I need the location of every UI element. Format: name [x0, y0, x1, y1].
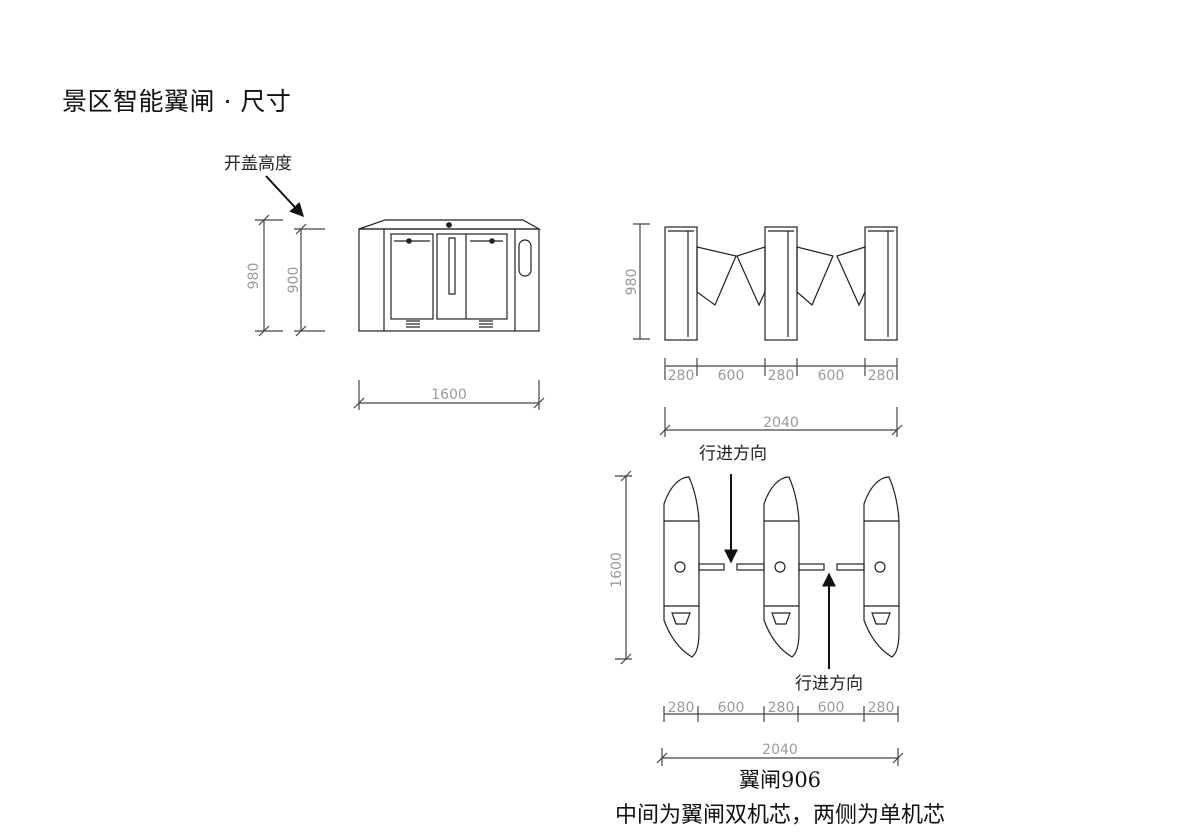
front-width-dimension [353, 380, 545, 410]
top-cabinet-center [736, 476, 825, 658]
side-segment-text-5: 280 [868, 368, 895, 384]
top-segment-text-2: 600 [718, 700, 745, 716]
cover-height-label: 开盖高度 [224, 154, 292, 174]
front-cover-dimension [294, 223, 325, 337]
side-cabinet-left [664, 226, 737, 341]
top-cabinet-right [836, 476, 900, 658]
model-name: 翼闸906 [738, 768, 822, 792]
front-height-dimension [255, 214, 283, 337]
direction-label-top: 行进方向 [699, 444, 767, 464]
model-note: 中间为翼闸双机芯，两侧为单机芯 [614, 803, 945, 828]
top-segment-text-3: 280 [768, 700, 795, 716]
top-cabinet-left [663, 476, 725, 658]
cover-height-arrow [265, 175, 304, 218]
top-total-dimension [656, 748, 904, 766]
front-height-total-text: 980 [246, 263, 262, 290]
top-view: 1600 行进方向 行进方向 [609, 444, 904, 766]
side-cabinet-center [736, 226, 834, 341]
direction-label-bottom: 行进方向 [795, 674, 863, 694]
side-segment-text-4: 600 [818, 368, 845, 384]
side-total-dimension [659, 407, 903, 437]
side-segment-text-1: 280 [668, 368, 695, 384]
top-segment-dimension [663, 706, 899, 722]
top-segment-text-1: 280 [668, 700, 695, 716]
top-segment-text-5: 280 [868, 700, 895, 716]
side-height-text: 980 [624, 269, 640, 296]
front-view: 开盖高度 980 900 [224, 154, 545, 410]
front-height-cover-text: 900 [286, 267, 302, 294]
top-length-dimension [615, 470, 632, 665]
side-segment-text-2: 600 [718, 368, 745, 384]
side-total-text: 2040 [763, 415, 799, 431]
top-total-text: 2040 [762, 742, 798, 758]
top-segment-text-4: 600 [818, 700, 845, 716]
gate-front-body [358, 219, 542, 332]
side-segment-text-3: 280 [768, 368, 795, 384]
side-view: 980 [624, 223, 903, 437]
side-height-dimension [633, 223, 650, 340]
side-segment-dimension [664, 358, 898, 380]
front-width-text: 1600 [431, 387, 467, 403]
top-length-text: 1600 [609, 552, 625, 588]
page-title: 景区智能翼闸 · 尺寸 [62, 87, 292, 116]
side-cabinet-right [836, 226, 898, 341]
